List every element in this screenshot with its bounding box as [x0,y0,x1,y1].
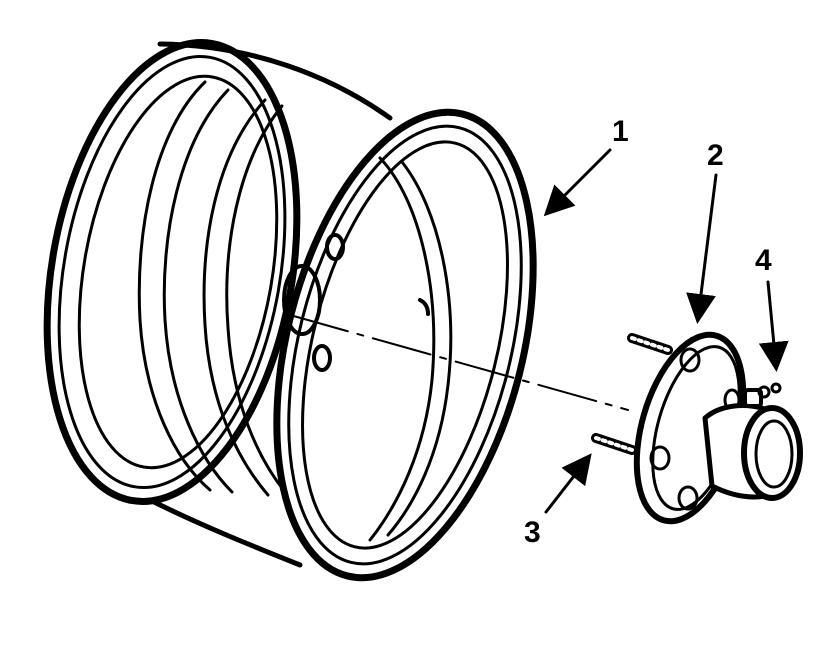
leader-2 [686,173,718,324]
rim-inner-wells [368,156,453,542]
rim-back-flange [43,39,301,505]
callout-2-hub: 2 [707,139,724,172]
rim-valve-hole [418,298,430,316]
hub-barrel [702,403,803,501]
callout-3-stud: 3 [524,516,541,549]
rim-center-disc [282,233,345,372]
wheel-stud-upper [627,333,673,355]
leader-4 [758,280,789,372]
flange-stud-heads [649,347,741,511]
leader-1 [543,148,612,217]
callout-4-grease-fitting: 4 [755,244,772,277]
rim-drum-bottom [147,497,303,568]
hub-assembly [591,331,803,525]
callout-1-rim: 1 [612,115,629,148]
assembly-centerline [289,314,629,411]
lug-hole [325,233,345,261]
wheel-rim [43,39,537,582]
rim-drum-bands [137,80,287,497]
leader-3 [544,453,592,514]
grease-fitting [743,382,782,408]
wheel-stud-lower [591,433,637,455]
leader-lines [543,148,789,514]
lug-hole [312,344,332,372]
rim-drum-top [157,41,393,121]
